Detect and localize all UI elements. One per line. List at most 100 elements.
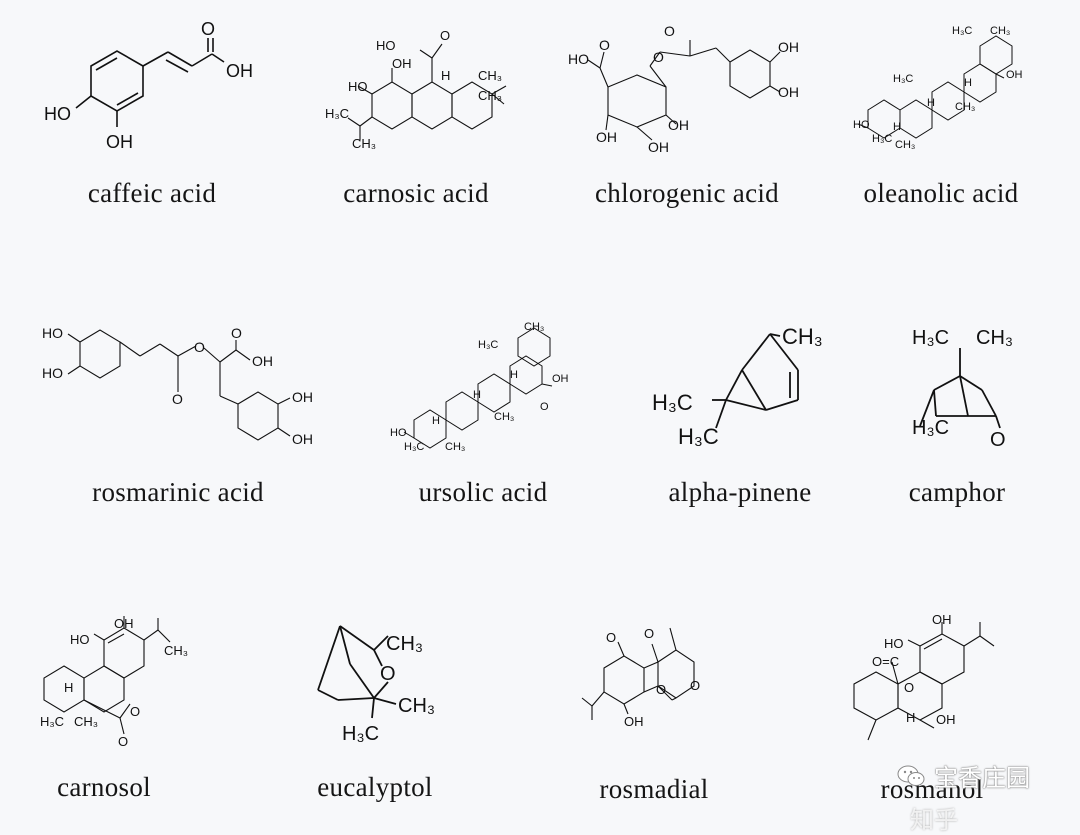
caption-carnosol: carnosol	[57, 772, 151, 802]
caption-chlorogenic-acid: chlorogenic acid	[595, 178, 779, 208]
label-h3c: H₃C	[325, 106, 349, 121]
label-ho: HO	[884, 636, 904, 651]
label-o: O	[690, 678, 700, 693]
caption-eucalyptol: eucalyptol	[317, 772, 433, 802]
structure-rosmanol: HO OH O=C O H OH	[853, 612, 995, 741]
label-h: H	[510, 369, 518, 381]
label-o: O	[540, 401, 549, 413]
label-ch3: CH₃	[478, 88, 502, 103]
label-o: O	[606, 630, 616, 645]
label-oh: OH	[936, 712, 956, 727]
label-h: H	[964, 77, 972, 89]
label-ch3: CH₃	[782, 324, 823, 349]
caption-caffeic-acid: caffeic acid	[87, 178, 217, 208]
label-ho: HO	[70, 632, 90, 647]
label-h3c: H₃C	[912, 417, 949, 439]
label-h3c: H₃C	[893, 73, 913, 85]
label-o: O	[904, 680, 914, 695]
label-ho: HO	[853, 119, 870, 131]
caption-camphor: camphor	[908, 477, 1006, 507]
structure-rosmadial: O O O O OH	[581, 626, 700, 729]
label-ch3: CH₃	[524, 321, 544, 333]
label-o: O	[118, 734, 128, 749]
label-o: O	[231, 325, 242, 341]
structure-caffeic-acid: OH O HO OH	[44, 19, 253, 152]
label-ho: HO	[568, 51, 589, 67]
label-ch3: CH₃	[352, 136, 376, 151]
structure-ursolic-acid: CH₃ H₃C OH HO H H H CH₃ H₃C CH₃ O	[390, 321, 569, 453]
label-o: O	[201, 19, 215, 39]
label-ch3: CH₃	[976, 327, 1013, 349]
structure-carnosic-acid: HO O OH HO H CH₃ CH₃ H₃C CH₃	[325, 28, 507, 151]
label-oh: OH	[106, 132, 133, 152]
label-ch3: CH₃	[478, 68, 502, 83]
structure-carnosol: OH HO CH₃ H H₃C CH₃ O O	[40, 616, 188, 749]
label-oc: O=C	[872, 654, 899, 669]
label-oh: OH	[226, 61, 253, 81]
label-o: O	[653, 49, 664, 65]
label-o: O	[440, 28, 450, 43]
label-h: H	[441, 68, 450, 83]
label-ch3: CH₃	[386, 633, 423, 655]
label-h3c: H₃C	[678, 424, 719, 449]
label-oh: OH	[668, 117, 689, 133]
caption-carnosic-acid: carnosic acid	[343, 178, 489, 208]
label-ch3: CH₃	[895, 139, 915, 151]
label-ho: HO	[376, 38, 396, 53]
label-ho: HO	[42, 365, 63, 381]
label-ho: HO	[42, 325, 63, 341]
label-o: O	[599, 37, 610, 53]
label-oh: OH	[252, 353, 273, 369]
label-o: O	[194, 339, 205, 355]
label-h3c: H₃C	[342, 723, 379, 745]
structure-rosmarinic-acid: HO HO O O O OH OH OH	[42, 325, 313, 447]
label-o: O	[644, 626, 654, 641]
label-o: O	[172, 391, 183, 407]
label-oh: OH	[552, 373, 569, 385]
caption-ursolic-acid: ursolic acid	[418, 477, 548, 507]
label-h3c: H₃C	[952, 25, 972, 37]
structure-chlorogenic-acid: HO O O O OH OH OH OH OH	[568, 23, 799, 155]
watermark-text: 宝香庄园	[934, 764, 1030, 792]
label-oh: OH	[1006, 69, 1023, 81]
label-oh: OH	[114, 616, 134, 631]
structure-alpha-pinene: CH₃ H₃C H₃C	[652, 324, 823, 449]
label-h3c: H₃C	[652, 390, 693, 415]
label-ho: HO	[390, 427, 407, 439]
label-oh: OH	[292, 431, 313, 447]
caption-rosmarinic-acid: rosmarinic acid	[92, 477, 264, 507]
label-oh: OH	[392, 56, 412, 71]
caption-rosmadial: rosmadial	[599, 774, 709, 804]
label-o: O	[130, 704, 140, 719]
caption-alpha-pinene: alpha-pinene	[668, 477, 812, 507]
label-o: O	[380, 663, 396, 685]
label-oh: OH	[292, 389, 313, 405]
watermark-zhihu: 知乎	[910, 806, 958, 834]
label-o: O	[990, 429, 1006, 451]
label-oh: OH	[778, 39, 799, 55]
watermark: 宝香庄园	[896, 758, 1030, 793]
label-o: O	[664, 23, 675, 39]
wechat-icon	[897, 765, 925, 786]
label-h3c: H₃C	[404, 441, 424, 453]
label-h: H	[927, 97, 935, 109]
label-ho: HO	[348, 79, 368, 94]
label-h3c: H₃C	[912, 327, 949, 349]
label-ch3: CH₃	[955, 101, 975, 113]
structure-oleanolic-acid: H₃C CH₃ H₃C OH HO H H CH₃ H₃C CH₃ H	[853, 25, 1023, 151]
label-ch3: CH₃	[990, 25, 1010, 37]
label-h3c: H₃C	[872, 133, 892, 145]
structure-camphor: H₃C CH₃ H₃C O	[912, 327, 1013, 451]
label-ch3: CH₃	[74, 714, 98, 729]
label-h: H	[473, 389, 481, 401]
label-o: O	[656, 682, 666, 697]
label-oh: OH	[932, 612, 952, 627]
label-ho: HO	[44, 104, 71, 124]
label-ch3: CH₃	[445, 441, 465, 453]
label-h: H	[893, 121, 901, 133]
structure-eucalyptol: CH₃ O CH₃ H₃C	[317, 625, 435, 745]
label-h: H	[906, 710, 915, 725]
label-ch3: CH₃	[164, 643, 188, 658]
label-oh: OH	[596, 129, 617, 145]
